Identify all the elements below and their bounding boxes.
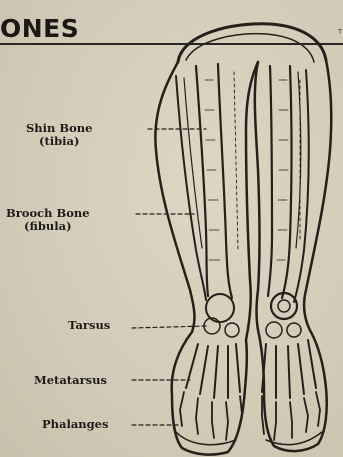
label-shin-bone-latin: (tibia) [26,135,92,148]
left-metatarsals [186,344,240,398]
right-metatarsals [262,340,316,398]
label-brooch-bone: Brooch Bone (fibula) [6,207,90,233]
leader-tarsus [132,326,206,328]
left-fibula [176,76,206,300]
label-brooch-bone-latin: (fibula) [6,220,90,233]
label-shin-bone: Shin Bone (tibia) [26,122,92,148]
right-ankle [271,293,297,319]
right-leg-outline [255,60,331,451]
right-tibia [268,66,272,296]
right-fibula [294,70,309,302]
right-phalanges [262,392,320,440]
label-tarsus: Tarsus [68,319,110,332]
label-phalanges: Phalanges [42,418,108,431]
knee-arch-inner [186,34,314,62]
knee-arch [178,24,326,62]
label-metatarsus: Metatarsus [34,374,107,387]
left-phalanges [180,392,242,440]
